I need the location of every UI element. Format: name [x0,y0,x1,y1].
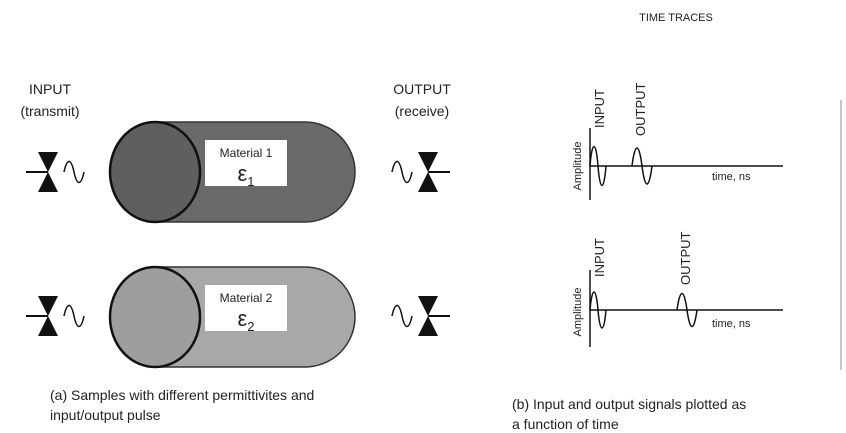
receive-antenna-1 [418,152,450,192]
trace-1-output-pulse [631,147,653,185]
trace-1-y-label: Amplitude [572,142,584,191]
sample-1-label-box [205,140,287,186]
sample-1-subscript: 1 [247,174,254,189]
sample-2-label-box [205,285,287,331]
time-traces-title: TIME TRACES [639,12,713,24]
sample-1-epsilon: ε [237,161,247,186]
sample-1: Material 1 ε1 [108,120,356,224]
transmit-wave-icon-1 [63,160,85,184]
sample-2-subscript: 2 [247,319,254,334]
trace-1-input-label: INPUT [592,89,607,128]
trace-2-x-label: time, ns [712,318,751,330]
sample-1-material-label: Material 1 [220,146,273,160]
right-caption-line-2: a function of time [512,416,619,432]
transmit-antenna-1 [26,152,58,192]
sample-1-face [108,120,202,224]
trace-1-input-pulse [589,145,607,187]
trace-1-output-label: OUTPUT [633,83,648,137]
sample-2: Material 2 ε2 [108,265,356,369]
output-label: OUTPUT [393,81,451,97]
input-sub-label: (transmit) [20,103,79,119]
trace-2-output-pulse [676,292,698,328]
left-caption-line-2: input/output pulse [50,407,161,423]
time-trace-2: INPUT OUTPUT Amplitude time, ns [572,232,783,347]
receive-wave-icon-1 [391,160,413,184]
trace-2-output-label: OUTPUT [678,232,693,286]
receive-wave-icon-2 [391,304,413,328]
sample-2-epsilon: ε [237,306,247,331]
right-caption-line-1: (b) Input and output signals plotted as [512,396,746,412]
input-label: INPUT [29,81,71,97]
trace-2-y-label: Amplitude [572,288,584,337]
output-sub-label: (receive) [395,103,449,119]
sample-2-permittivity: ε2 [237,306,254,334]
trace-2-input-label: INPUT [592,238,607,277]
time-trace-1: INPUT OUTPUT Amplitude time, ns [572,83,783,200]
trace-2-input-pulse [589,291,607,329]
sample-2-material-label: Material 2 [220,291,273,305]
sample-1-permittivity: ε1 [237,161,254,189]
sample-2-face [108,265,202,369]
transmit-antenna-2 [26,296,58,336]
receive-antenna-2 [418,296,450,336]
transmit-wave-icon-2 [63,304,85,328]
trace-1-x-label: time, ns [712,171,751,183]
left-caption-line-1: (a) Samples with different permittivites… [50,387,314,403]
